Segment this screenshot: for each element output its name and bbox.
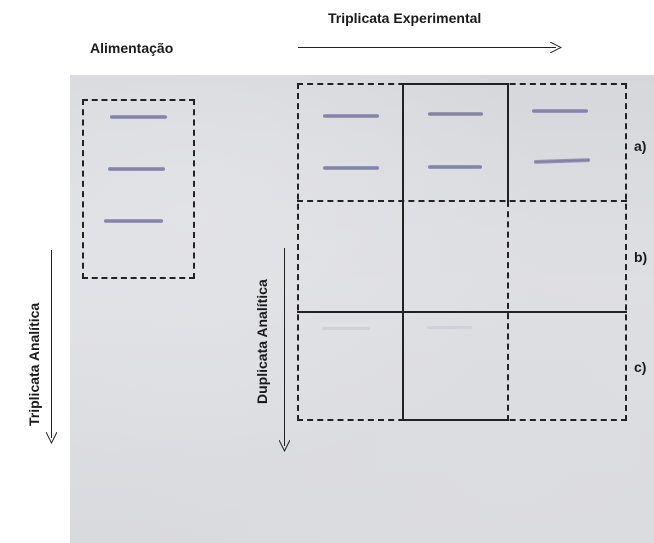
feed-band-2: [108, 167, 165, 171]
experimental-grid: [297, 83, 627, 421]
row-c-faint-band-2: [427, 326, 472, 329]
cell-top-row-a: [402, 83, 507, 85]
row-a-col2-band-2: [428, 165, 482, 169]
grid-divider-v1: [402, 83, 404, 421]
arrowhead-down-icon: [46, 432, 57, 444]
row-a-col1-band-2: [323, 166, 379, 170]
row-label-c: c): [634, 359, 647, 375]
arrowhead-right-icon: [550, 42, 562, 53]
feed-band-1: [110, 115, 167, 119]
grid-divider-h2: [297, 311, 627, 313]
row-label-b: b): [634, 249, 648, 265]
feed-band-3: [104, 219, 163, 223]
row-label-a: a): [634, 138, 647, 154]
row-a-col3-band-1: [532, 109, 588, 113]
alimentacao-label: Alimentação: [90, 40, 174, 56]
row-a-col1-band-1: [323, 114, 379, 118]
duplicata-analitica-label: Duplicata Analítica: [254, 279, 270, 404]
triplicata-experimental-label: Triplicata Experimental: [328, 10, 482, 26]
triplicata-analitica-label: Triplicata Analítica: [26, 302, 42, 426]
left-vertical-arrow: [51, 250, 52, 438]
row-c-faint-band-1: [322, 327, 370, 330]
inner-vertical-arrow: [284, 248, 285, 446]
row-a-col2-band-1: [428, 112, 483, 116]
membrane-photo: [70, 75, 654, 543]
arrowhead-down-icon: [279, 440, 290, 452]
horizontal-arrow: [298, 47, 556, 48]
grid-divider-h1: [297, 200, 627, 202]
cell-bottom-center-c: [402, 419, 507, 421]
grid-divider-v2: [507, 83, 509, 201]
feed-box: [82, 99, 195, 279]
